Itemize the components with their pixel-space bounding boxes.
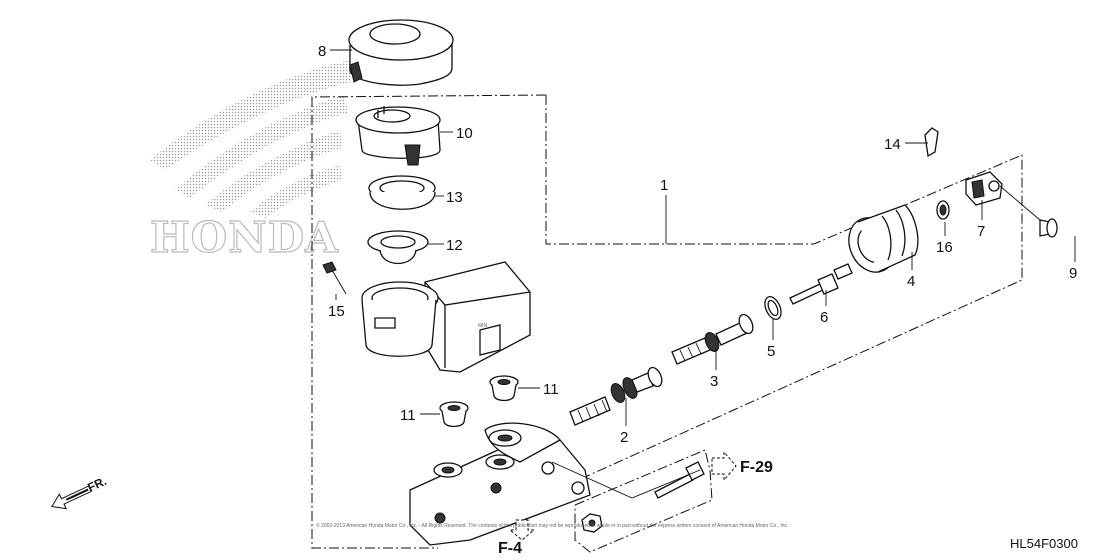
part-12-diaphragm [367,230,429,264]
leader-bolt [551,461,701,499]
callout-1[interactable]: 1 [660,177,668,194]
callout-9[interactable]: 9 [1069,265,1077,282]
callout-14[interactable]: 14 [884,136,901,153]
callout-6[interactable]: 6 [820,309,828,326]
part-4-boot [848,204,919,273]
ref-f29-arrow [711,450,737,482]
part-3-secondary-piston [671,313,754,365]
part-14-cotter-pin [924,127,939,158]
part-5-circlip [764,296,782,320]
part-15-screw [322,261,347,295]
callout-2[interactable]: 2 [620,429,628,446]
leader-9-pin [999,185,1041,221]
part-8-cap-cover [348,19,454,86]
ref-f29[interactable]: F-29 [740,459,773,476]
callout-4[interactable]: 4 [907,273,915,290]
bolt-boundary [574,449,713,553]
mounting-bolt [654,461,705,499]
callout-11-upper[interactable]: 11 [543,381,559,398]
callout-13[interactable]: 13 [446,189,463,206]
part-11-grommet-upper [489,375,519,402]
callout-3[interactable]: 3 [710,373,718,390]
copyright-notice: © 2003-2013 American Honda Motor Co., In… [316,522,788,529]
mounting-nut [581,513,603,533]
part-7-clevis [965,171,1003,206]
callout-11-lower[interactable]: 11 [400,407,416,424]
part-6-push-rod [789,263,853,305]
callout-15[interactable]: 15 [328,303,345,320]
callout-5[interactable]: 5 [767,343,775,360]
honda-wordmark-watermark: HONDA [150,213,339,262]
master-cylinder-body [409,422,591,546]
part-9-clevis-pin [1039,218,1058,238]
part-10-reservoir-cap [355,106,441,166]
part-13-plate [368,175,436,210]
assembly-boundary-left [311,94,547,549]
ref-f4[interactable]: F-4 [498,540,522,557]
ref-f4-arrow [508,519,536,541]
front-label: FR. [85,474,108,495]
part-11-grommet-lower [439,401,469,428]
callout-12[interactable]: 12 [446,237,463,254]
part-2-primary-piston [569,366,663,426]
callout-8[interactable]: 8 [318,43,326,60]
part-16-nut [936,200,950,220]
assembly-boundary-top [462,95,1023,533]
honda-wing-watermark [150,60,352,218]
callout-7[interactable]: 7 [977,223,985,240]
front-direction-arrow [51,485,92,510]
callout-16[interactable]: 16 [936,239,953,256]
reservoir-body: MIN [361,261,531,373]
drawing-code: HL54F0300 [1010,536,1078,551]
callout-10[interactable]: 10 [456,125,473,142]
reservoir-min-mark: MIN [478,323,488,329]
